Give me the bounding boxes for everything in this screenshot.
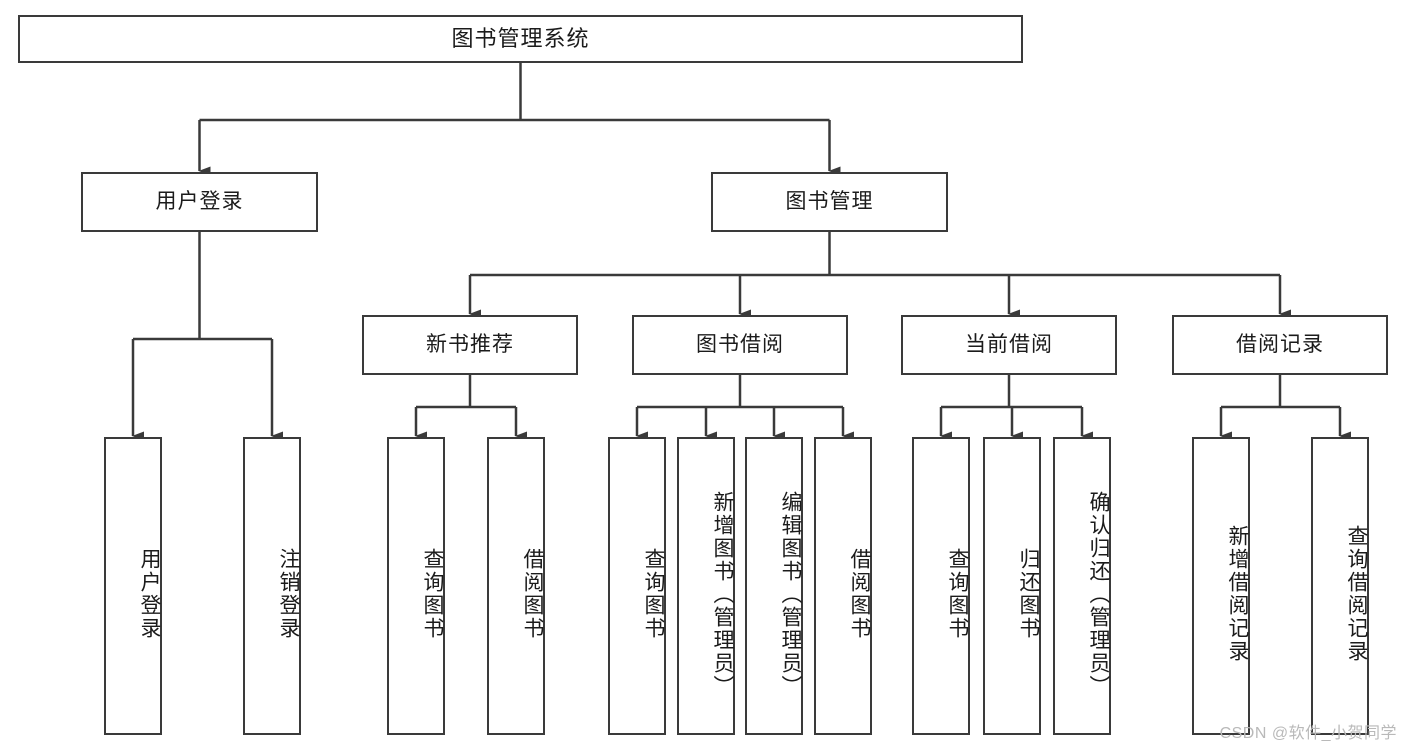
node-user_login[interactable]: 用户登录 xyxy=(81,172,318,232)
node-label: 用户登录 xyxy=(155,190,244,214)
node-label: 查询借阅记录 xyxy=(1345,525,1368,663)
node-leaf_add[interactable]: 新增图书（管理员） xyxy=(677,437,735,735)
node-leaf_b1[interactable]: 借阅图书 xyxy=(487,437,545,735)
node-book_manage[interactable]: 图书管理 xyxy=(711,172,948,232)
node-leaf_ret[interactable]: 归还图书 xyxy=(983,437,1041,735)
node-label: 图书管理系统 xyxy=(451,25,590,51)
node-root[interactable]: 图书管理系统 xyxy=(18,15,1023,63)
node-label: 用户登录 xyxy=(138,548,161,640)
node-label: 借阅图书 xyxy=(848,548,871,640)
node-leaf_q1[interactable]: 查询图书 xyxy=(387,437,445,735)
node-label: 借阅记录 xyxy=(1236,333,1324,357)
edge-group xyxy=(131,63,1351,441)
node-leaf_q2[interactable]: 查询图书 xyxy=(608,437,666,735)
node-label: 借阅图书 xyxy=(521,548,544,640)
node-cur_borrow[interactable]: 当前借阅 xyxy=(901,315,1117,375)
node-borrow_rec[interactable]: 借阅记录 xyxy=(1172,315,1388,375)
node-leaf_q3[interactable]: 查询图书 xyxy=(912,437,970,735)
node-label: 注销登录 xyxy=(277,548,300,640)
node-leaf_q_rec[interactable]: 查询借阅记录 xyxy=(1311,437,1369,735)
node-label: 查询图书 xyxy=(642,548,665,640)
node-leaf_confirm[interactable]: 确认归还（管理员） xyxy=(1053,437,1111,735)
node-label: 查询图书 xyxy=(946,548,969,640)
node-label: 图书借阅 xyxy=(696,333,784,357)
node-leaf_add_rec[interactable]: 新增借阅记录 xyxy=(1192,437,1250,735)
node-leaf_b2[interactable]: 借阅图书 xyxy=(814,437,872,735)
node-label: 查询图书 xyxy=(421,548,444,640)
node-label: 图书管理 xyxy=(785,190,874,214)
node-label: 当前借阅 xyxy=(965,333,1053,357)
node-label: 新增借阅记录 xyxy=(1226,525,1249,663)
node-label: 确认归还（管理员） xyxy=(1087,490,1110,698)
node-new_book_rec[interactable]: 新书推荐 xyxy=(362,315,578,375)
node-label: 新增图书（管理员） xyxy=(711,490,734,698)
node-leaf_login[interactable]: 用户登录 xyxy=(104,437,162,735)
node-label: 编辑图书（管理员） xyxy=(779,490,802,698)
node-book_borrow[interactable]: 图书借阅 xyxy=(632,315,848,375)
node-label: 归还图书 xyxy=(1017,548,1040,640)
node-leaf_edit[interactable]: 编辑图书（管理员） xyxy=(745,437,803,735)
node-leaf_logout[interactable]: 注销登录 xyxy=(243,437,301,735)
node-label: 新书推荐 xyxy=(426,333,514,357)
